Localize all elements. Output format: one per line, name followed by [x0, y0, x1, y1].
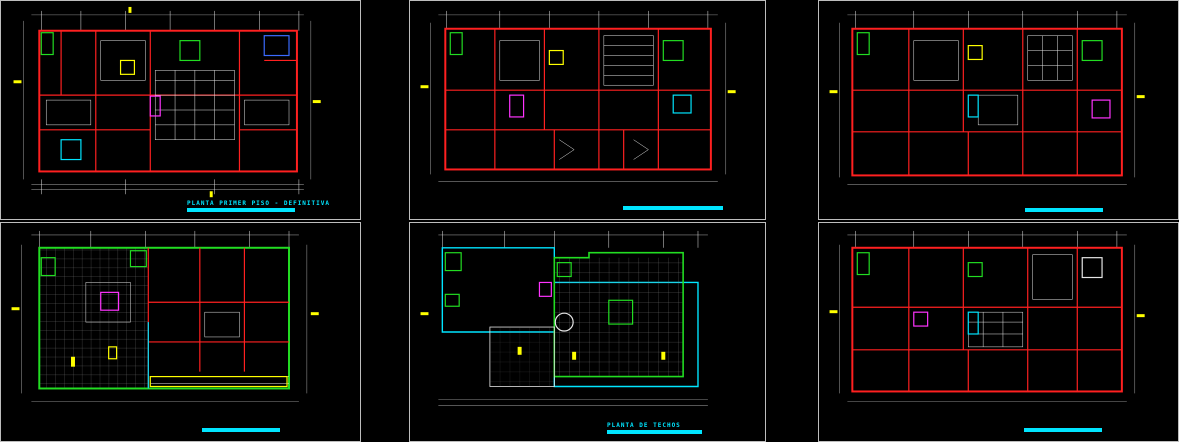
title-block-bar: [1025, 208, 1103, 212]
roof-plan-drawing: [420, 230, 708, 406]
title-underline: [187, 208, 295, 212]
drawing-sheet-4[interactable]: [0, 222, 361, 442]
floor-plan-drawing-3: [829, 10, 1145, 185]
sheet-title: PLANTA PRIMER PISO - DEFINITIVA: [187, 200, 330, 207]
drawing-sheet-3[interactable]: [818, 0, 1179, 220]
floor-plan-drawing-2: [420, 10, 736, 182]
title-block-bar: [1024, 428, 1102, 432]
drawing-sheet-1[interactable]: PLANTA PRIMER PISO - DEFINITIVA: [0, 0, 361, 220]
title-block-bar: [202, 428, 280, 432]
drawing-sheet-2[interactable]: [409, 0, 766, 220]
title-block-bar: [623, 206, 723, 210]
floor-plan-drawing-4: [11, 230, 319, 402]
sheet-title: PLANTA DE TECHOS: [607, 422, 681, 429]
drawing-sheet-6[interactable]: [818, 222, 1179, 442]
drawing-sheet-5[interactable]: PLANTA DE TECHOS: [409, 222, 766, 442]
title-underline: [607, 430, 702, 434]
floor-plan-drawing-6: [829, 230, 1145, 402]
floor-plan-drawing-1: [13, 6, 321, 198]
